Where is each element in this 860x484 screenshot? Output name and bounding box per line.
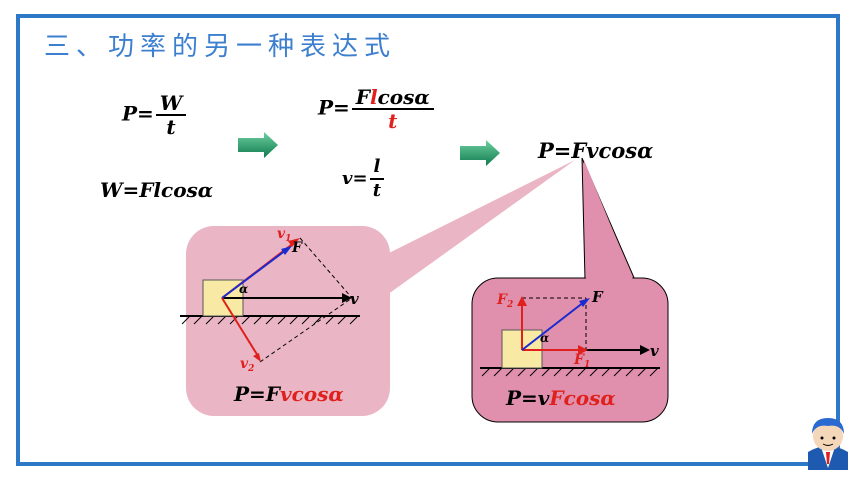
svg-text:v2: v2: [240, 356, 254, 374]
teacher-mascot-icon: [808, 418, 848, 470]
work-definition: W=Flcosα: [100, 178, 214, 202]
left-force-diagram: v1 F α v v2: [180, 226, 360, 374]
svg-text:v: v: [650, 342, 659, 360]
slide-title: 三、功率的另一种表达式: [44, 32, 397, 62]
power-result: P=Fvcosα: [538, 138, 654, 163]
right-force-diagram: F2 F α F1 v: [480, 288, 660, 377]
svg-text:F: F: [591, 288, 604, 306]
slide-frame: [16, 14, 840, 466]
svg-text:α: α: [540, 331, 549, 345]
svg-text:v1: v1: [277, 226, 291, 244]
right-formula: P=vFcosα: [506, 386, 616, 410]
right-arrow-icon: [238, 132, 278, 158]
svg-text:F2: F2: [496, 292, 513, 310]
left-callout-bubble: [186, 160, 575, 416]
svg-text:F1: F1: [573, 352, 590, 370]
svg-text:v: v: [350, 290, 359, 308]
svg-text:F: F: [291, 240, 303, 256]
left-formula: P=Fvcosα: [234, 382, 344, 406]
right-arrow-icon: [460, 140, 500, 166]
svg-text:α: α: [239, 282, 248, 296]
